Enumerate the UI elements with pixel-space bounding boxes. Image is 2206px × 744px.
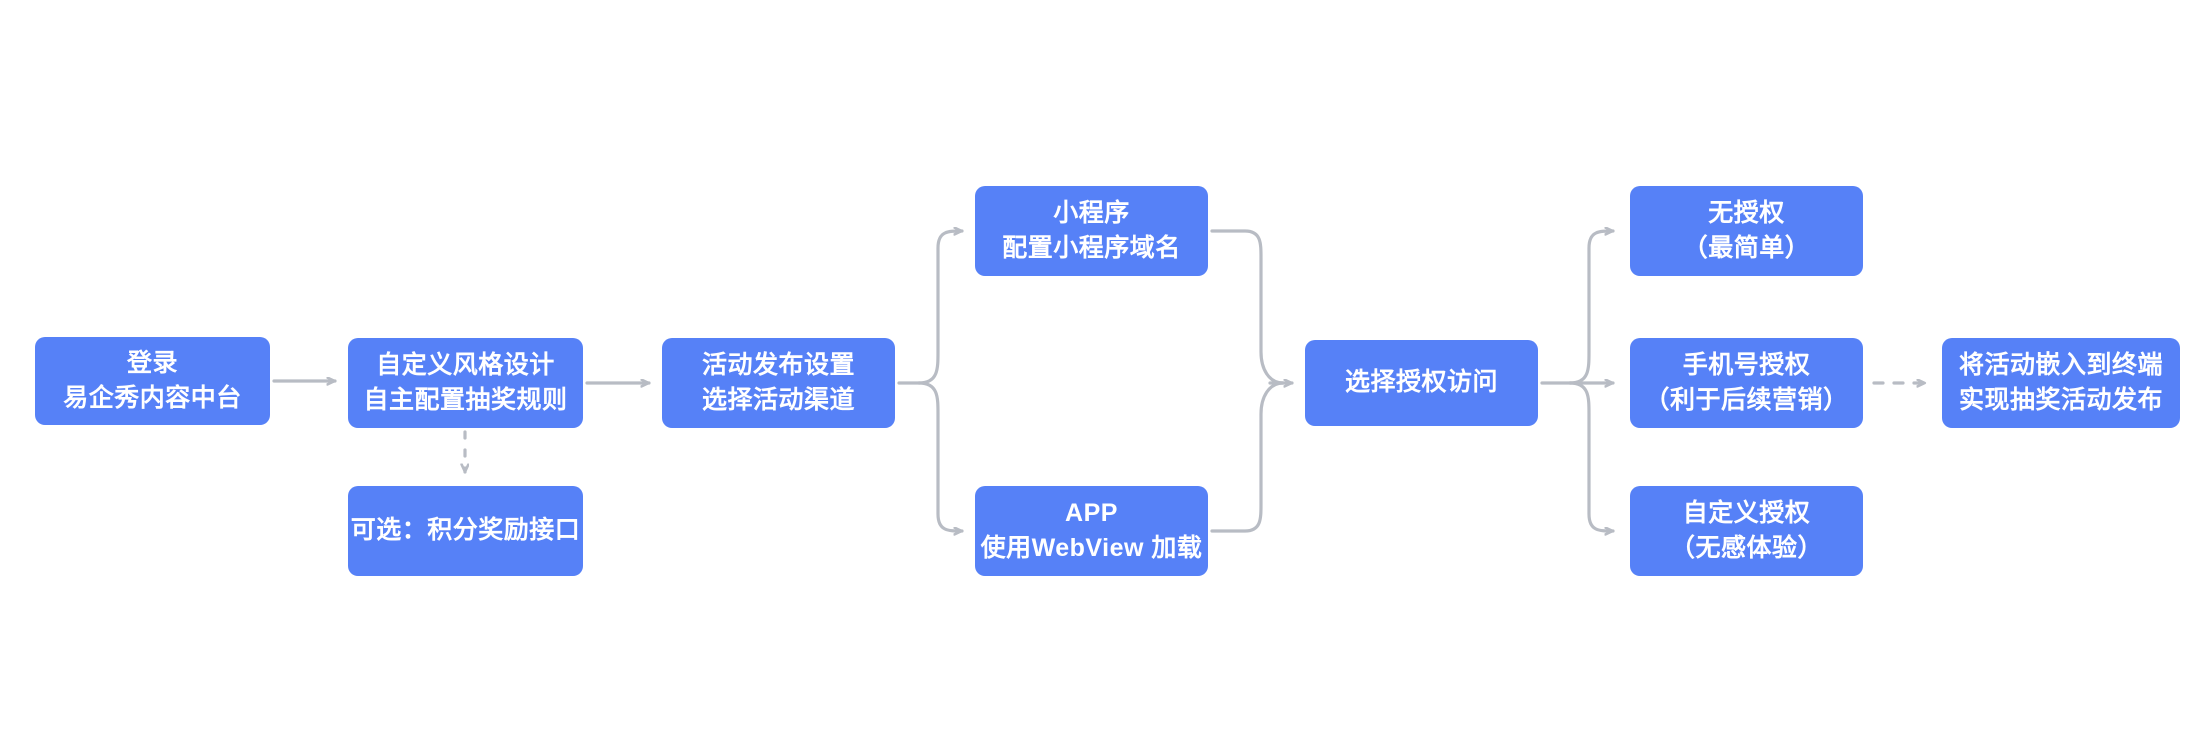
edge-publish-to-miniprogram [917, 231, 964, 385]
phone-authorization-node[interactable]: 手机号授权 （利于后续营销） [1630, 338, 1863, 428]
node-line: 配置小程序域名 [1002, 234, 1181, 262]
node-line: （无感体验） [1669, 534, 1823, 562]
node-line: 小程序 [1053, 198, 1130, 227]
node-line: 手机号授权 [1682, 350, 1811, 379]
node-line: 登录 [126, 348, 178, 377]
node-line: 无授权 [1708, 198, 1785, 227]
edge-auth-to-no-auth [1568, 231, 1615, 385]
embed-publish-node[interactable]: 将活动嵌入到终端 实现抽奖活动发布 [1942, 338, 2180, 428]
no-authorization-node[interactable]: 无授权 （最简单） [1630, 186, 1863, 276]
node-line: （最简单） [1682, 234, 1811, 262]
node-line: （利于后续营销） [1644, 386, 1849, 414]
node-line: 将活动嵌入到终端 [1958, 350, 2163, 379]
edge-publish-to-app [917, 381, 964, 531]
node-line: 选择活动渠道 [701, 386, 855, 414]
node-line: 选择授权访问 [1344, 368, 1498, 397]
select-authorization-node[interactable]: 选择授权访问 [1305, 340, 1538, 426]
node-line: 活动发布设置 [701, 350, 855, 379]
custom-authorization-node[interactable]: 自定义授权 （无感体验） [1630, 486, 1863, 576]
edge-app-to-auth [1210, 381, 1285, 533]
publish-settings-node[interactable]: 活动发布设置 选择活动渠道 [662, 338, 895, 428]
node-line: 易企秀内容中台 [63, 384, 242, 412]
node-line: 自定义授权 [1682, 498, 1811, 527]
app-channel-node[interactable]: APP 使用WebView 加载 [975, 486, 1208, 576]
node-line: 自定义风格设计 [376, 350, 555, 379]
node-line: 自主配置抽奖规则 [363, 386, 568, 414]
login-node[interactable]: 登录 易企秀内容中台 [35, 337, 270, 425]
optional-points-api-node[interactable]: 可选：积分奖励接口 [348, 486, 583, 576]
design-node[interactable]: 自定义风格设计 自主配置抽奖规则 [348, 338, 583, 428]
node-line: 实现抽奖活动发布 [1958, 386, 2163, 414]
edge-miniprogram-to-auth [1210, 229, 1285, 385]
node-line: 使用WebView 加载 [980, 534, 1203, 562]
node-line: APP [1065, 498, 1118, 527]
node-line: 可选：积分奖励接口 [350, 516, 581, 545]
miniprogram-channel-node[interactable]: 小程序 配置小程序域名 [975, 186, 1208, 276]
edge-auth-to-custom-auth [1568, 381, 1615, 531]
